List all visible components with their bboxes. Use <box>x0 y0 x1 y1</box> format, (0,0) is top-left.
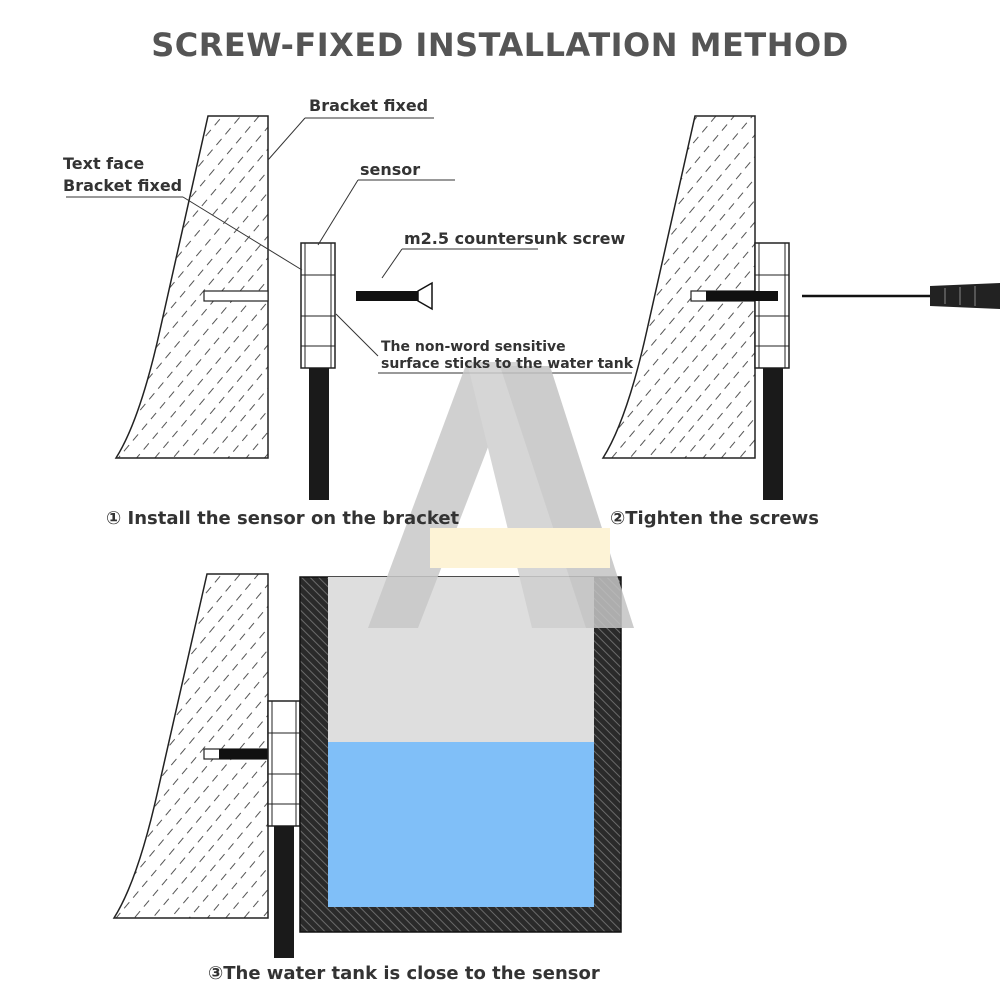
step1-leader-lines <box>66 117 632 374</box>
step1-cable <box>309 368 329 500</box>
step1-caption: ① Install the sensor on the bracket <box>106 508 460 529</box>
step1-sensor <box>300 242 336 369</box>
tank-water <box>328 742 594 907</box>
step2-caption: ②Tighten the screws <box>610 508 819 529</box>
page-title: SCREW-FIXED INSTALLATION METHOD <box>151 26 849 64</box>
step2-screw <box>706 291 778 301</box>
step3-screw <box>219 749 299 759</box>
step1-screw <box>356 281 433 311</box>
step3-sensor <box>267 700 301 827</box>
label-sensor: sensor <box>360 160 421 179</box>
screwdriver-icon <box>802 283 1000 309</box>
label-non-word-surface-2: surface sticks to the water tank <box>381 356 634 372</box>
step2-sensor <box>754 242 790 369</box>
label-text-face: Text face <box>63 154 145 173</box>
label-non-word-surface: The non-word sensitive <box>381 339 566 355</box>
water-tank <box>299 576 622 933</box>
step3-wall <box>112 573 269 919</box>
step3-cable <box>274 826 294 958</box>
label-screw: m2.5 countersunk screw <box>404 229 626 248</box>
step3-caption: ③The water tank is close to the sensor <box>208 963 600 984</box>
step2-cable <box>763 368 783 500</box>
step2-wall <box>601 115 756 459</box>
label-bracket-fixed: Bracket fixed <box>309 96 429 115</box>
watermark-logo <box>368 362 634 628</box>
label-text-face-bracket: Bracket fixed <box>63 176 183 195</box>
step1-bracket <box>203 290 269 302</box>
step1-wall <box>114 115 269 459</box>
